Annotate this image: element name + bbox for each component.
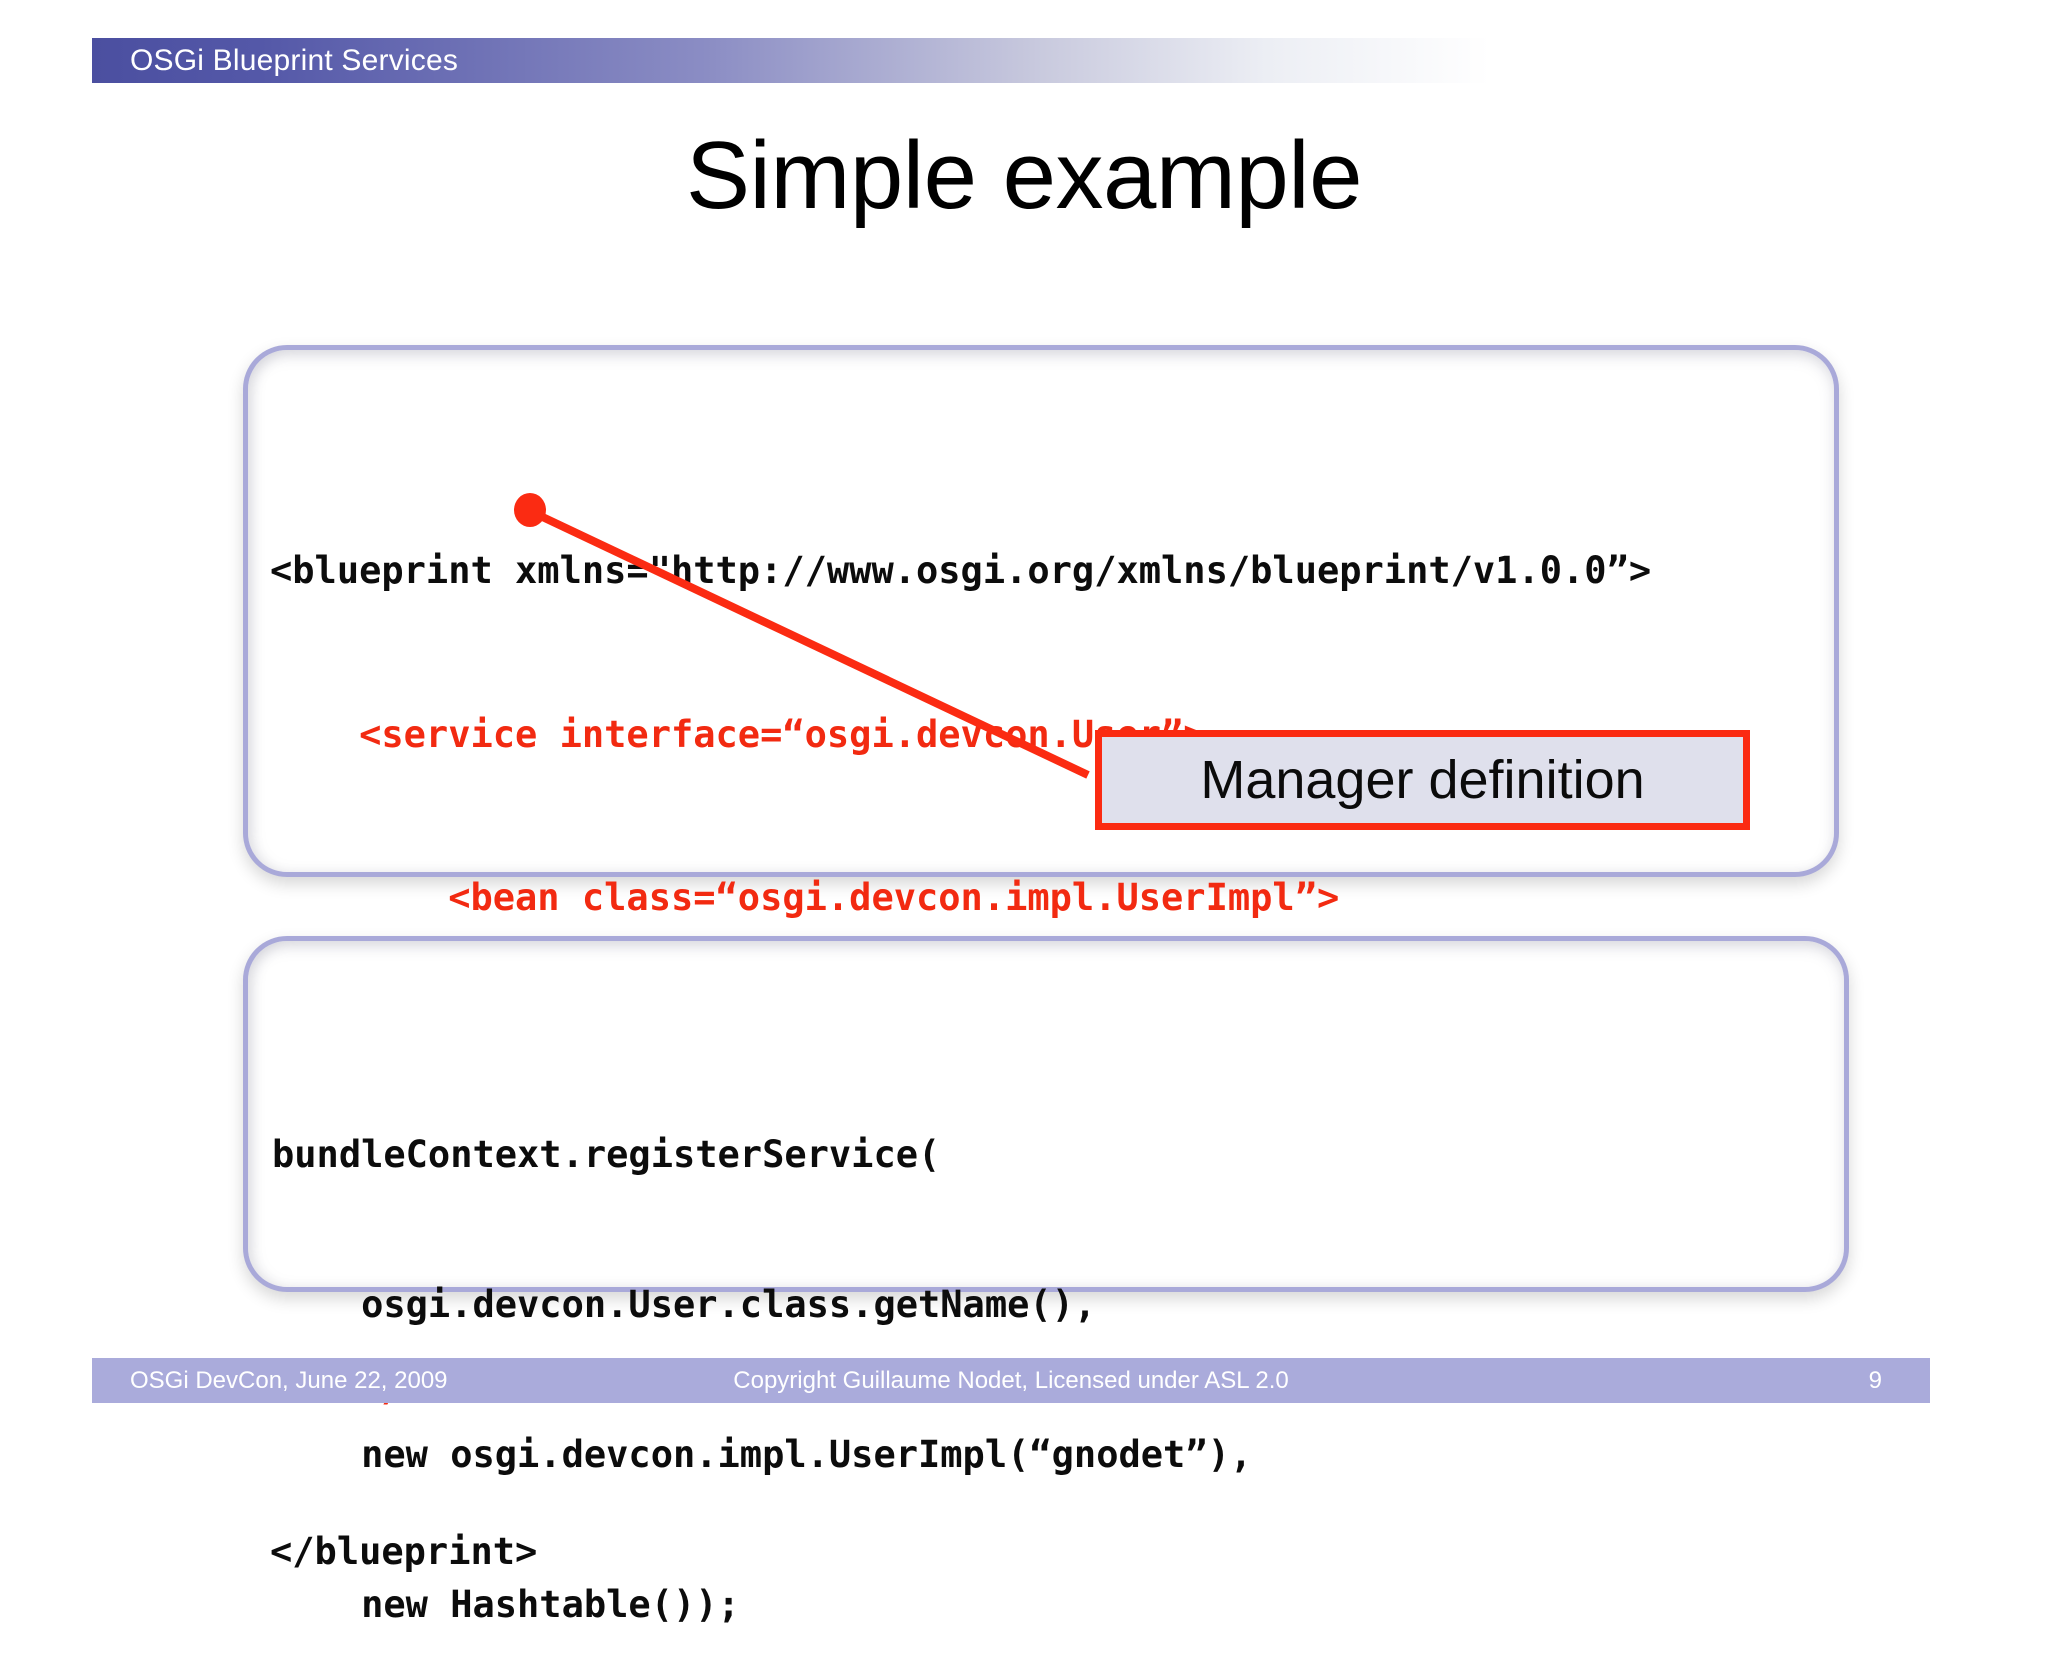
footer-copyright-label: Copyright Guillaume Nodet, Licensed unde… xyxy=(733,1366,1289,1394)
callout-label: Manager definition xyxy=(1200,750,1645,810)
footer-band: OSGi DevCon, June 22, 2009 Copyright Gui… xyxy=(92,1358,1930,1403)
code-line: new Hashtable()); xyxy=(272,1583,740,1626)
footer-page-number: 9 xyxy=(1868,1366,1882,1394)
java-code-panel xyxy=(243,936,1849,1292)
code-line: <bean class=“osgi.devcon.impl.UserImpl”> xyxy=(270,876,1340,919)
header-band: OSGi Blueprint Services xyxy=(92,38,1490,83)
java-code-listing: bundleContext.registerService( osgi.devc… xyxy=(272,1030,1252,1680)
callout-box: Manager definition xyxy=(1095,730,1750,830)
code-line: new osgi.devcon.impl.UserImpl(“gnodet”), xyxy=(272,1433,1253,1476)
code-line: <blueprint xmlns="http://www.osgi.org/xm… xyxy=(270,549,1652,592)
code-line: bundleContext.registerService( xyxy=(272,1133,941,1176)
header-title: OSGi Blueprint Services xyxy=(130,43,459,77)
page-title: Simple example xyxy=(686,122,1362,229)
footer-event-label: OSGi DevCon, June 22, 2009 xyxy=(130,1366,448,1394)
code-line: osgi.devcon.User.class.getName(), xyxy=(272,1283,1097,1326)
